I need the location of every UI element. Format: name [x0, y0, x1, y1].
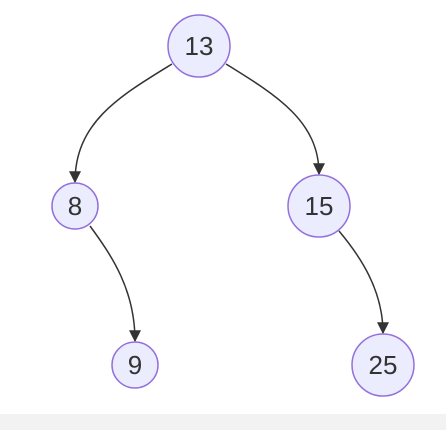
node-circle [51, 182, 99, 230]
bottom-strip [0, 414, 446, 430]
node-label: 13 [185, 31, 214, 61]
nodes-layer: 13 8 15 9 25 [51, 14, 415, 397]
edges-layer [69, 63, 389, 343]
node-label: 25 [369, 350, 398, 380]
node-label: 8 [68, 191, 82, 221]
tree-node-n25: 25 [351, 333, 415, 397]
node-circle [287, 174, 351, 238]
edge-n15-to-n25 [338, 230, 389, 335]
edge-n8-to-n9 [89, 225, 141, 343]
edge-n13-to-n15 [225, 63, 325, 176]
node-circle [351, 333, 415, 397]
node-label: 15 [305, 191, 334, 221]
tree-node-n13: 13 [167, 14, 231, 78]
tree-node-n8: 8 [51, 182, 99, 230]
node-label: 9 [128, 350, 142, 380]
binary-tree-diagram: 13 8 15 9 25 [51, 14, 415, 397]
tree-node-n9: 9 [111, 341, 159, 389]
tree-node-n15: 15 [287, 174, 351, 238]
node-circle [167, 14, 231, 78]
edge-n13-to-n8 [69, 63, 173, 184]
node-circle [111, 341, 159, 389]
